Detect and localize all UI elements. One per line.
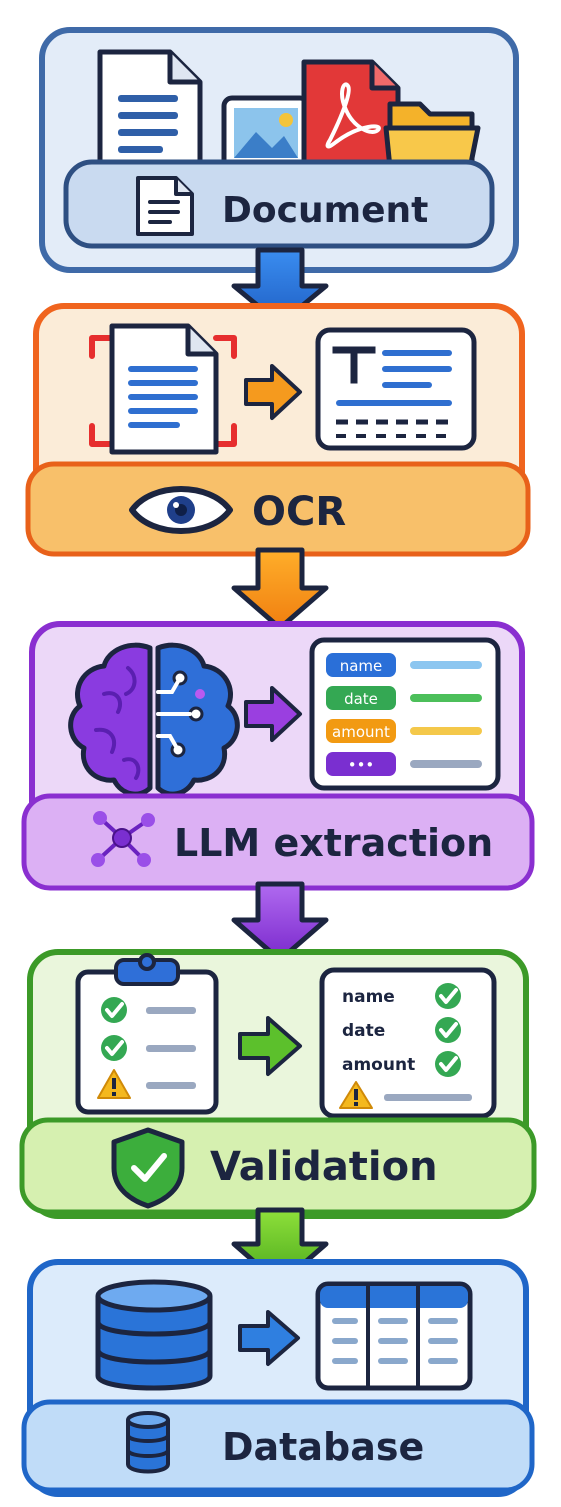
- folder-icon: [383, 101, 481, 171]
- validated-fields-form: name date amount: [319, 967, 497, 1119]
- field-tag-date: date: [344, 690, 378, 708]
- check-icon: [435, 1051, 461, 1077]
- validated-field-amount: amount: [342, 1055, 415, 1075]
- ocr-label: OCR: [252, 489, 346, 535]
- field-tag-amount: amount: [332, 723, 390, 741]
- clipboard-checklist-icon: [75, 953, 219, 1115]
- field-row-name: name: [326, 653, 482, 677]
- validation-transform-arrow: [238, 1016, 302, 1076]
- llm-transform-arrow: [244, 686, 302, 742]
- validation-label: Validation: [210, 1144, 438, 1190]
- database-label: Database: [222, 1425, 424, 1469]
- image-icon: [221, 95, 311, 171]
- small-document-icon: [136, 176, 194, 236]
- field-tag-more: •••: [348, 756, 375, 774]
- scan-document-icon: [89, 323, 237, 455]
- brain-icon: [68, 642, 240, 797]
- shield-check-icon: [111, 1127, 185, 1209]
- validated-field-name: name: [342, 987, 395, 1007]
- check-icon: [101, 1035, 127, 1061]
- text-output-icon: [315, 327, 477, 451]
- llm-stage: name date amount •••: [21, 621, 535, 891]
- check-icon: [435, 1017, 461, 1043]
- document-label: Document: [222, 190, 428, 231]
- document-icon: [97, 49, 203, 173]
- database-transform-arrow: [238, 1310, 300, 1366]
- validated-field-date: date: [342, 1021, 385, 1041]
- check-icon: [435, 983, 461, 1009]
- pdf-icon: [301, 59, 401, 173]
- field-tag-name: name: [340, 657, 383, 675]
- field-row-more: •••: [326, 752, 482, 776]
- table-icon: [315, 1281, 473, 1391]
- network-icon: [91, 811, 155, 867]
- extracted-fields-form: name date amount •••: [309, 637, 501, 791]
- database-stage: Database: [21, 1259, 535, 1497]
- warning-icon: [339, 1081, 373, 1109]
- field-row-date: date: [326, 686, 482, 710]
- arrow-ocr-to-llm: [231, 547, 329, 631]
- check-icon: [101, 997, 127, 1023]
- document-stage: Document: [39, 27, 519, 273]
- ocr-transform-arrow: [244, 364, 302, 420]
- eye-icon: [129, 486, 233, 534]
- ocr-stage: OCR: [25, 303, 531, 557]
- llm-label: LLM extraction: [174, 821, 493, 865]
- database-icon: [126, 1411, 170, 1474]
- arrow-llm-to-validation: [231, 881, 329, 963]
- database-icon: [95, 1279, 213, 1391]
- field-row-amount: amount: [326, 719, 482, 743]
- validation-stage: name date amount: [19, 949, 537, 1219]
- warning-icon: [97, 1069, 131, 1099]
